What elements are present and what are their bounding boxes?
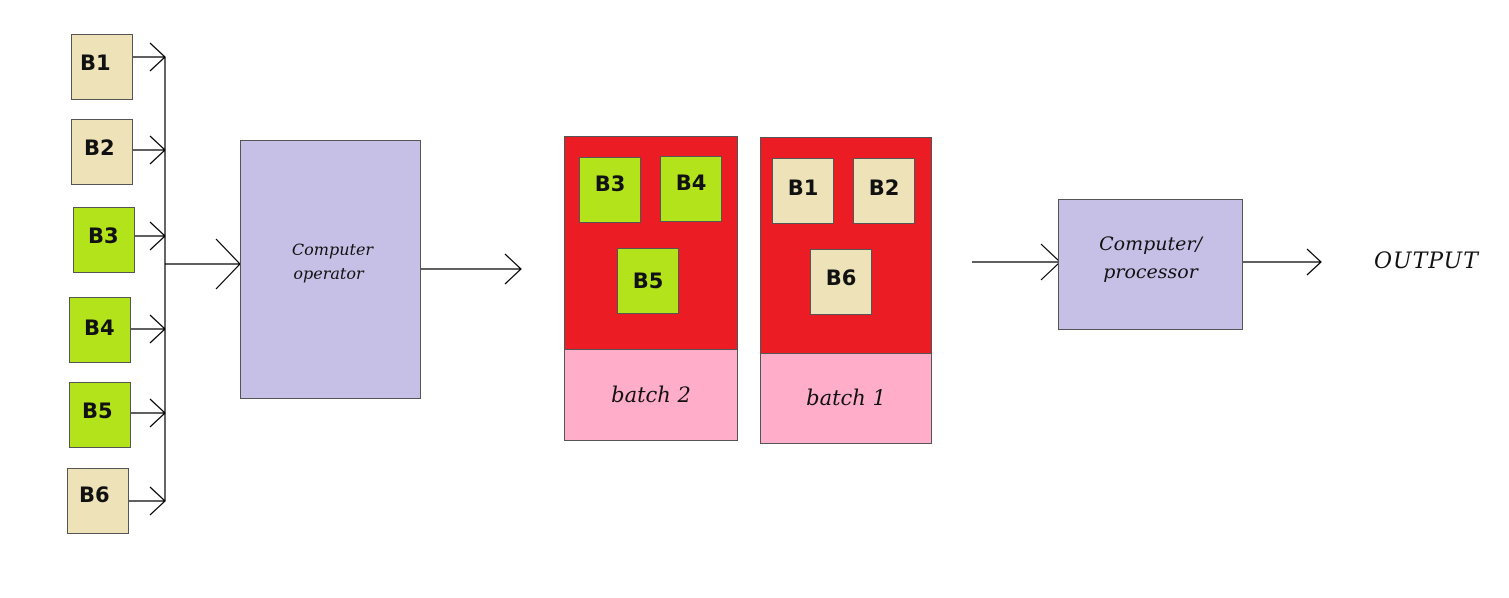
batch-job-label: B6 xyxy=(825,266,857,290)
batch-job-label: B3 xyxy=(594,172,626,196)
input-job-label: B2 xyxy=(84,136,115,160)
b1-arrowhead xyxy=(149,42,166,72)
batch-2-label-area: batch 2 xyxy=(564,349,738,441)
processor-to-output-arrowhead xyxy=(1306,248,1322,276)
batch-job-label: B2 xyxy=(868,176,900,200)
operator-to-batches-arrowhead xyxy=(504,253,522,285)
batch-job-label: B1 xyxy=(787,176,819,200)
b6-arrowhead xyxy=(149,486,166,516)
batch-job-b6: B6 xyxy=(810,249,872,315)
input-job-label: B6 xyxy=(79,483,110,507)
operator-label-line1: Computer xyxy=(291,240,374,260)
input-job-b1: B1 xyxy=(71,34,133,100)
b2-arrowhead xyxy=(149,135,166,165)
output-label: OUTPUT xyxy=(1374,249,1479,274)
input-job-b6: B6 xyxy=(67,468,129,534)
computer-operator-box: Computer operator xyxy=(240,140,421,399)
batch-1-label-area: batch 1 xyxy=(760,353,932,444)
input-job-label: B5 xyxy=(82,399,113,423)
b3-arrowhead xyxy=(149,221,166,251)
b4-arrowhead xyxy=(149,314,166,344)
batch-job-b1: B1 xyxy=(772,158,834,224)
batch-label: batch 1 xyxy=(806,386,886,411)
operator-label-line2: operator xyxy=(293,263,364,283)
processor-label-line2: processor xyxy=(1103,260,1198,283)
batch-job-b3: B3 xyxy=(579,157,641,223)
b5-arrowhead xyxy=(149,398,166,428)
input-job-label: B1 xyxy=(80,51,111,75)
batch-job-b5: B5 xyxy=(617,248,679,314)
input-job-label: B4 xyxy=(84,316,115,340)
batch-job-b2: B2 xyxy=(853,158,915,224)
input-job-b4: B4 xyxy=(69,297,131,363)
batch-2: batch 2 B3 B4 B5 xyxy=(564,136,738,441)
batch-label: batch 2 xyxy=(611,382,691,407)
computer-processor-box: Computer/ processor xyxy=(1058,199,1243,330)
input-job-b3: B3 xyxy=(73,207,135,273)
batch-job-label: B5 xyxy=(632,269,664,293)
batch-1: batch 1 B1 B2 B6 xyxy=(760,137,932,444)
input-job-b2: B2 xyxy=(71,119,133,185)
processor-label-line1: Computer/ xyxy=(1099,232,1202,255)
input-job-b5: B5 xyxy=(69,382,131,448)
batch-job-b4: B4 xyxy=(660,156,722,222)
input-job-label: B3 xyxy=(88,224,119,248)
batch-job-label: B4 xyxy=(675,171,707,195)
